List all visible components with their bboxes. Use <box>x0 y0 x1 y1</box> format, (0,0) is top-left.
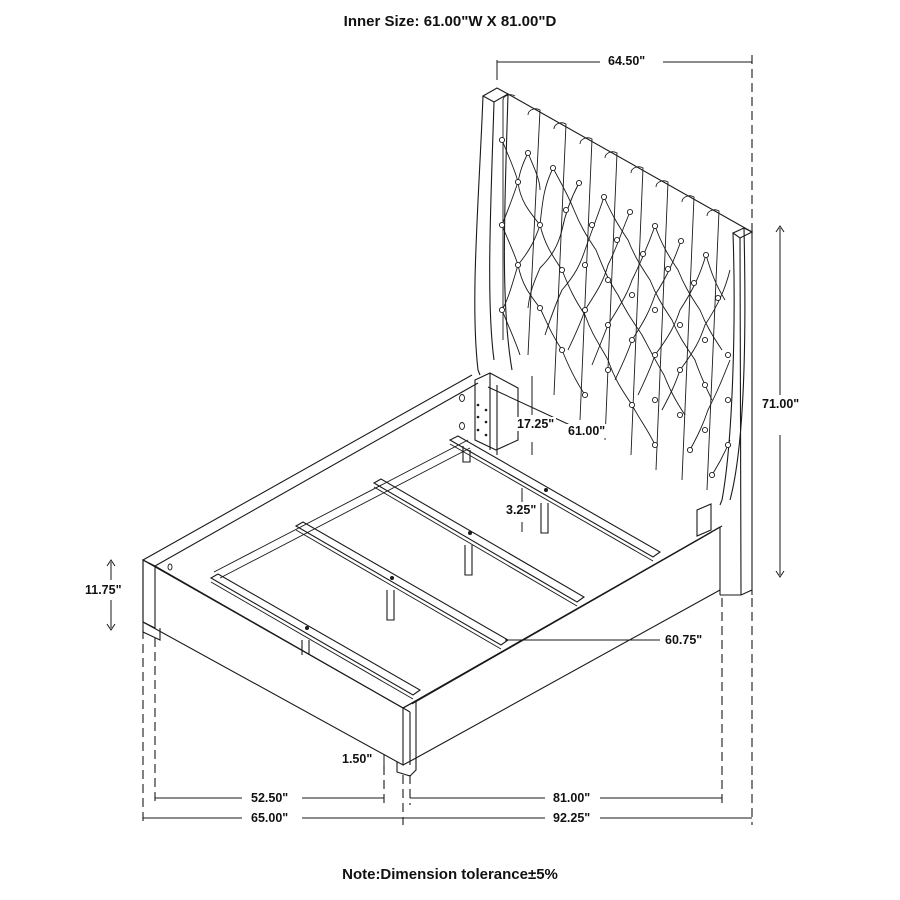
dim-inner-width: 61.00" <box>566 424 608 438</box>
dim-inner-length: 81.00" <box>551 791 593 805</box>
dimension-lines <box>106 55 785 825</box>
bed-frame <box>142 374 741 777</box>
dim-leg-height: 1.50" <box>340 752 375 766</box>
dim-rail-height: 11.75" <box>83 583 124 597</box>
dim-side-rail-length: 60.75" <box>663 633 705 647</box>
slats <box>209 435 662 700</box>
tolerance-note: Note:Dimension tolerance±5% <box>342 866 558 883</box>
dim-footboard-inner: 52.50" <box>249 791 291 805</box>
dim-slat-leg-height: 3.25" <box>504 503 539 517</box>
dim-headboard-leg-height: 17.25" <box>515 417 557 431</box>
inner-size-title: Inner Size: 61.00"W X 81.00"D <box>343 13 557 30</box>
headboard-bracket <box>459 372 712 537</box>
headboard <box>474 87 754 596</box>
dim-headboard-width: 64.50" <box>606 54 648 68</box>
dim-overall-length: 92.25" <box>551 811 593 825</box>
dim-total-height: 71.00" <box>760 397 802 411</box>
tufting-buttons <box>498 136 732 479</box>
dim-overall-width: 65.00" <box>249 811 291 825</box>
